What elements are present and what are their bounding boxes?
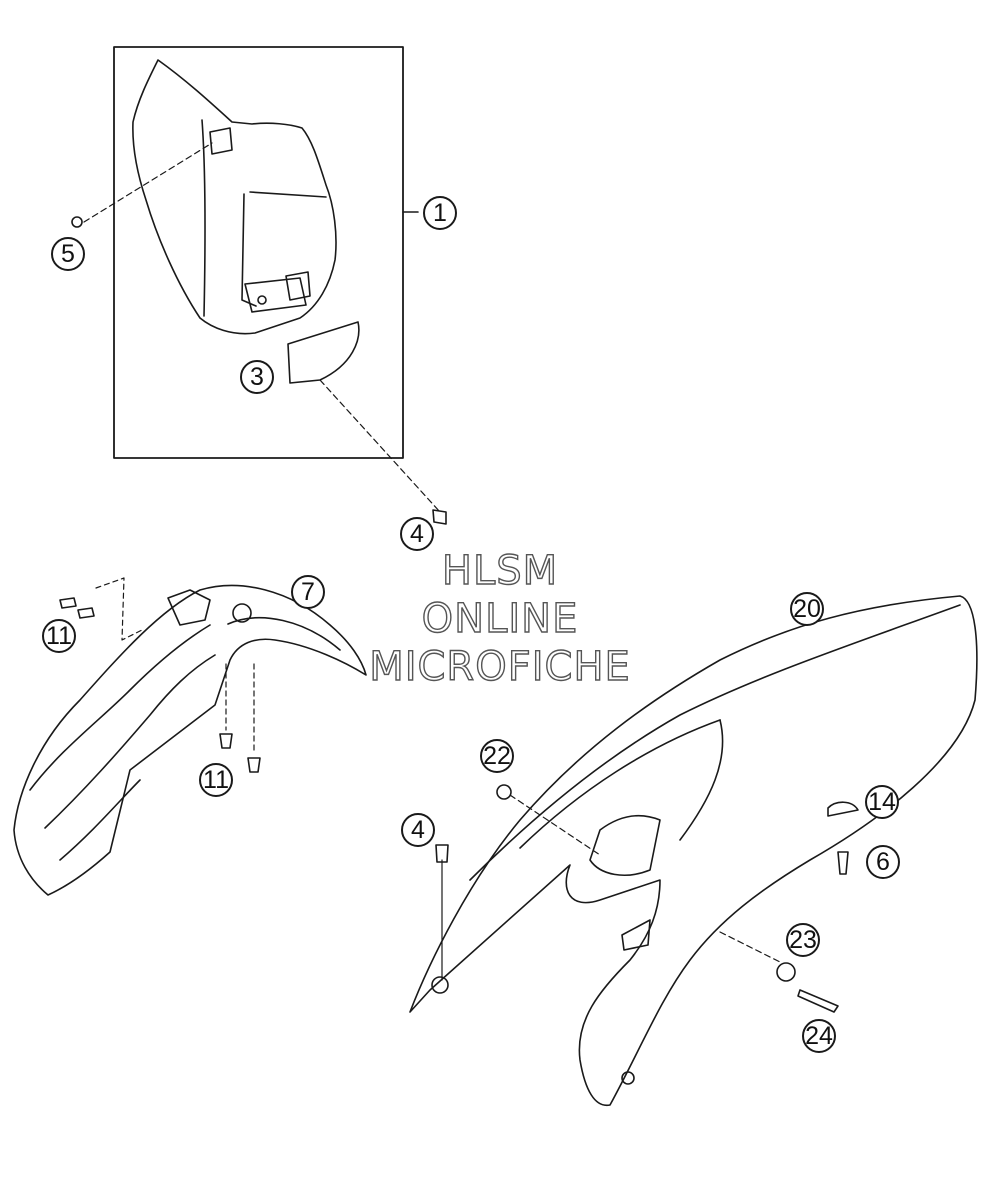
plate-leaders	[83, 142, 441, 513]
watermark-line-3: MICROFICHE	[368, 643, 631, 690]
number-plate	[132, 59, 337, 335]
callout-14[interactable]: 14	[865, 785, 899, 819]
callout-24[interactable]: 24	[802, 1019, 836, 1053]
front-fender	[13, 584, 367, 896]
rear-fender	[409, 595, 978, 1107]
front-fender-hardware	[59, 577, 261, 773]
callout-1[interactable]: 1	[423, 196, 457, 230]
rear-fender-hardware	[435, 784, 859, 1013]
callout-11-left[interactable]: 11	[42, 619, 76, 653]
nut-5	[71, 216, 83, 228]
callout-11-bottom[interactable]: 11	[199, 763, 233, 797]
watermark-line-1: HLSM	[441, 547, 559, 594]
callout-7[interactable]: 7	[291, 575, 325, 609]
callout-4-bottom[interactable]: 4	[401, 813, 435, 847]
callout-22[interactable]: 22	[480, 739, 514, 773]
assembly-group-box	[113, 46, 404, 459]
watermark-line-2: ONLINE	[421, 595, 579, 642]
callout-23[interactable]: 23	[786, 923, 820, 957]
plate-protector	[287, 321, 360, 384]
callout-5[interactable]: 5	[51, 237, 85, 271]
callout-4-top[interactable]: 4	[400, 517, 434, 551]
callout-6[interactable]: 6	[866, 845, 900, 879]
callout-3[interactable]: 3	[240, 360, 274, 394]
screw-4-top	[432, 509, 447, 525]
callout-20[interactable]: 20	[790, 592, 824, 626]
